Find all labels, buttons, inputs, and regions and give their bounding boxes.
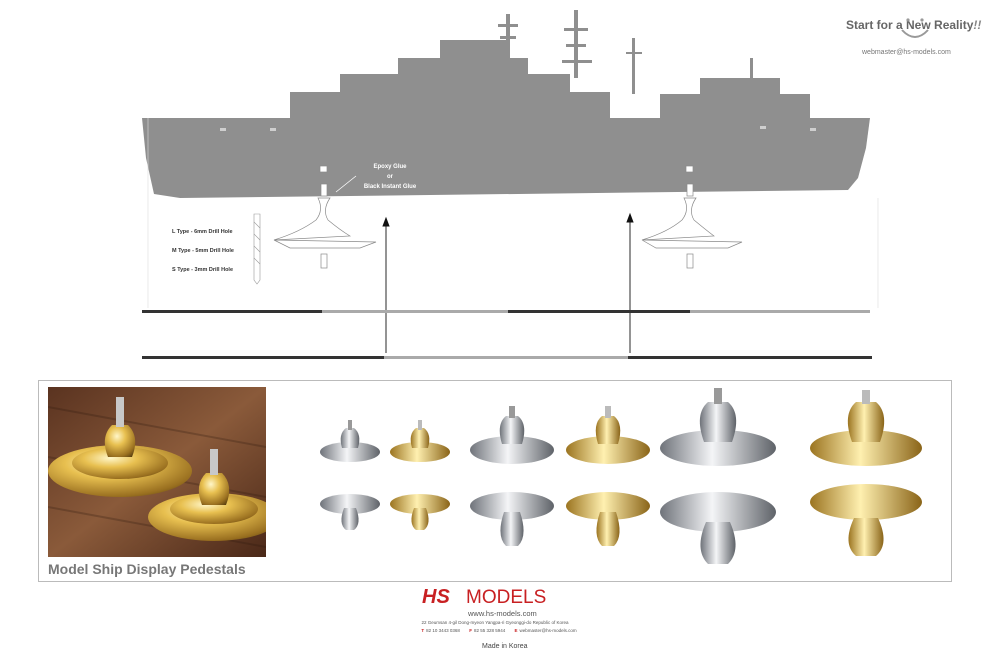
mounting-diagram: Epoxy Glue or Black Instant Glue L Type … [142, 10, 879, 359]
pedestal-lineup [320, 388, 922, 564]
fax-value: 82 55 328 5944 [473, 628, 506, 633]
ship-details [220, 126, 816, 131]
showcase-caption: Model Ship Display Pedestals [48, 561, 246, 577]
logo-models: MODELS [466, 587, 546, 608]
made-in: Made in Korea [482, 643, 528, 650]
drill-l-label: L Type - 6mm Drill Hole [172, 229, 233, 235]
ship-silhouette [142, 10, 870, 198]
glue-line-1: Epoxy Glue [373, 164, 407, 170]
pedestal-l-chrome-upright [660, 388, 776, 466]
footer-address: 22 Geumsan 4-gil Dong-myeon Yangpa-ri Gy… [421, 620, 569, 625]
pedestal-s-gold-upright [390, 420, 450, 462]
arrow-right [626, 212, 634, 353]
base-lines [142, 310, 872, 359]
slogan-reality: Reality [930, 18, 974, 32]
pedestal-s-gold-inverted [390, 494, 450, 530]
pedestal-l-gold-upright [810, 390, 922, 466]
slogan-start: Start for a [846, 18, 907, 32]
tel-label: T [421, 628, 425, 633]
glue-line-2: or [387, 174, 394, 180]
smiley-icon [901, 18, 929, 38]
hs-models-logo: HS MODELS [422, 586, 546, 608]
pedestal-photo [48, 387, 266, 557]
email-value[interactable]: webmaster@hs-models.com [519, 628, 577, 633]
pedestal-l-chrome-inverted [660, 492, 776, 564]
website-link[interactable]: www.hs-models.com [468, 609, 537, 618]
drill-m-label: M Type - 5mm Drill Hole [172, 248, 234, 254]
pedestal-m-chrome-inverted [470, 492, 554, 546]
slogan-new: New [906, 18, 931, 32]
slogan: Start for a New Reality!! [846, 18, 981, 32]
pedestal-m-gold-upright [566, 406, 650, 464]
logo-hs: HS [422, 586, 450, 608]
pedestal-s-chrome-upright [320, 420, 380, 462]
header-email: webmaster@hs-models.com [862, 49, 951, 56]
pedestal-m-gold-inverted [566, 492, 650, 546]
pedestal-diagram-right [641, 165, 743, 269]
slogan-marks: !! [973, 18, 982, 32]
glue-line-3: Black Instant Glue [364, 184, 417, 190]
pedestal-l-gold-inverted [810, 484, 922, 556]
pedestal-m-chrome-upright [470, 406, 554, 464]
pedestal-diagram-left [273, 165, 377, 269]
arrow-left [382, 216, 390, 353]
fax-label: F [469, 628, 472, 633]
pedestal-s-chrome-inverted [320, 494, 380, 530]
tel-value: 82 10 3443 0368 [426, 628, 460, 633]
drill-bit-icon [253, 213, 261, 285]
email-label: E [514, 628, 518, 633]
drill-s-label: S Type - 3mm Drill Hole [172, 267, 233, 273]
